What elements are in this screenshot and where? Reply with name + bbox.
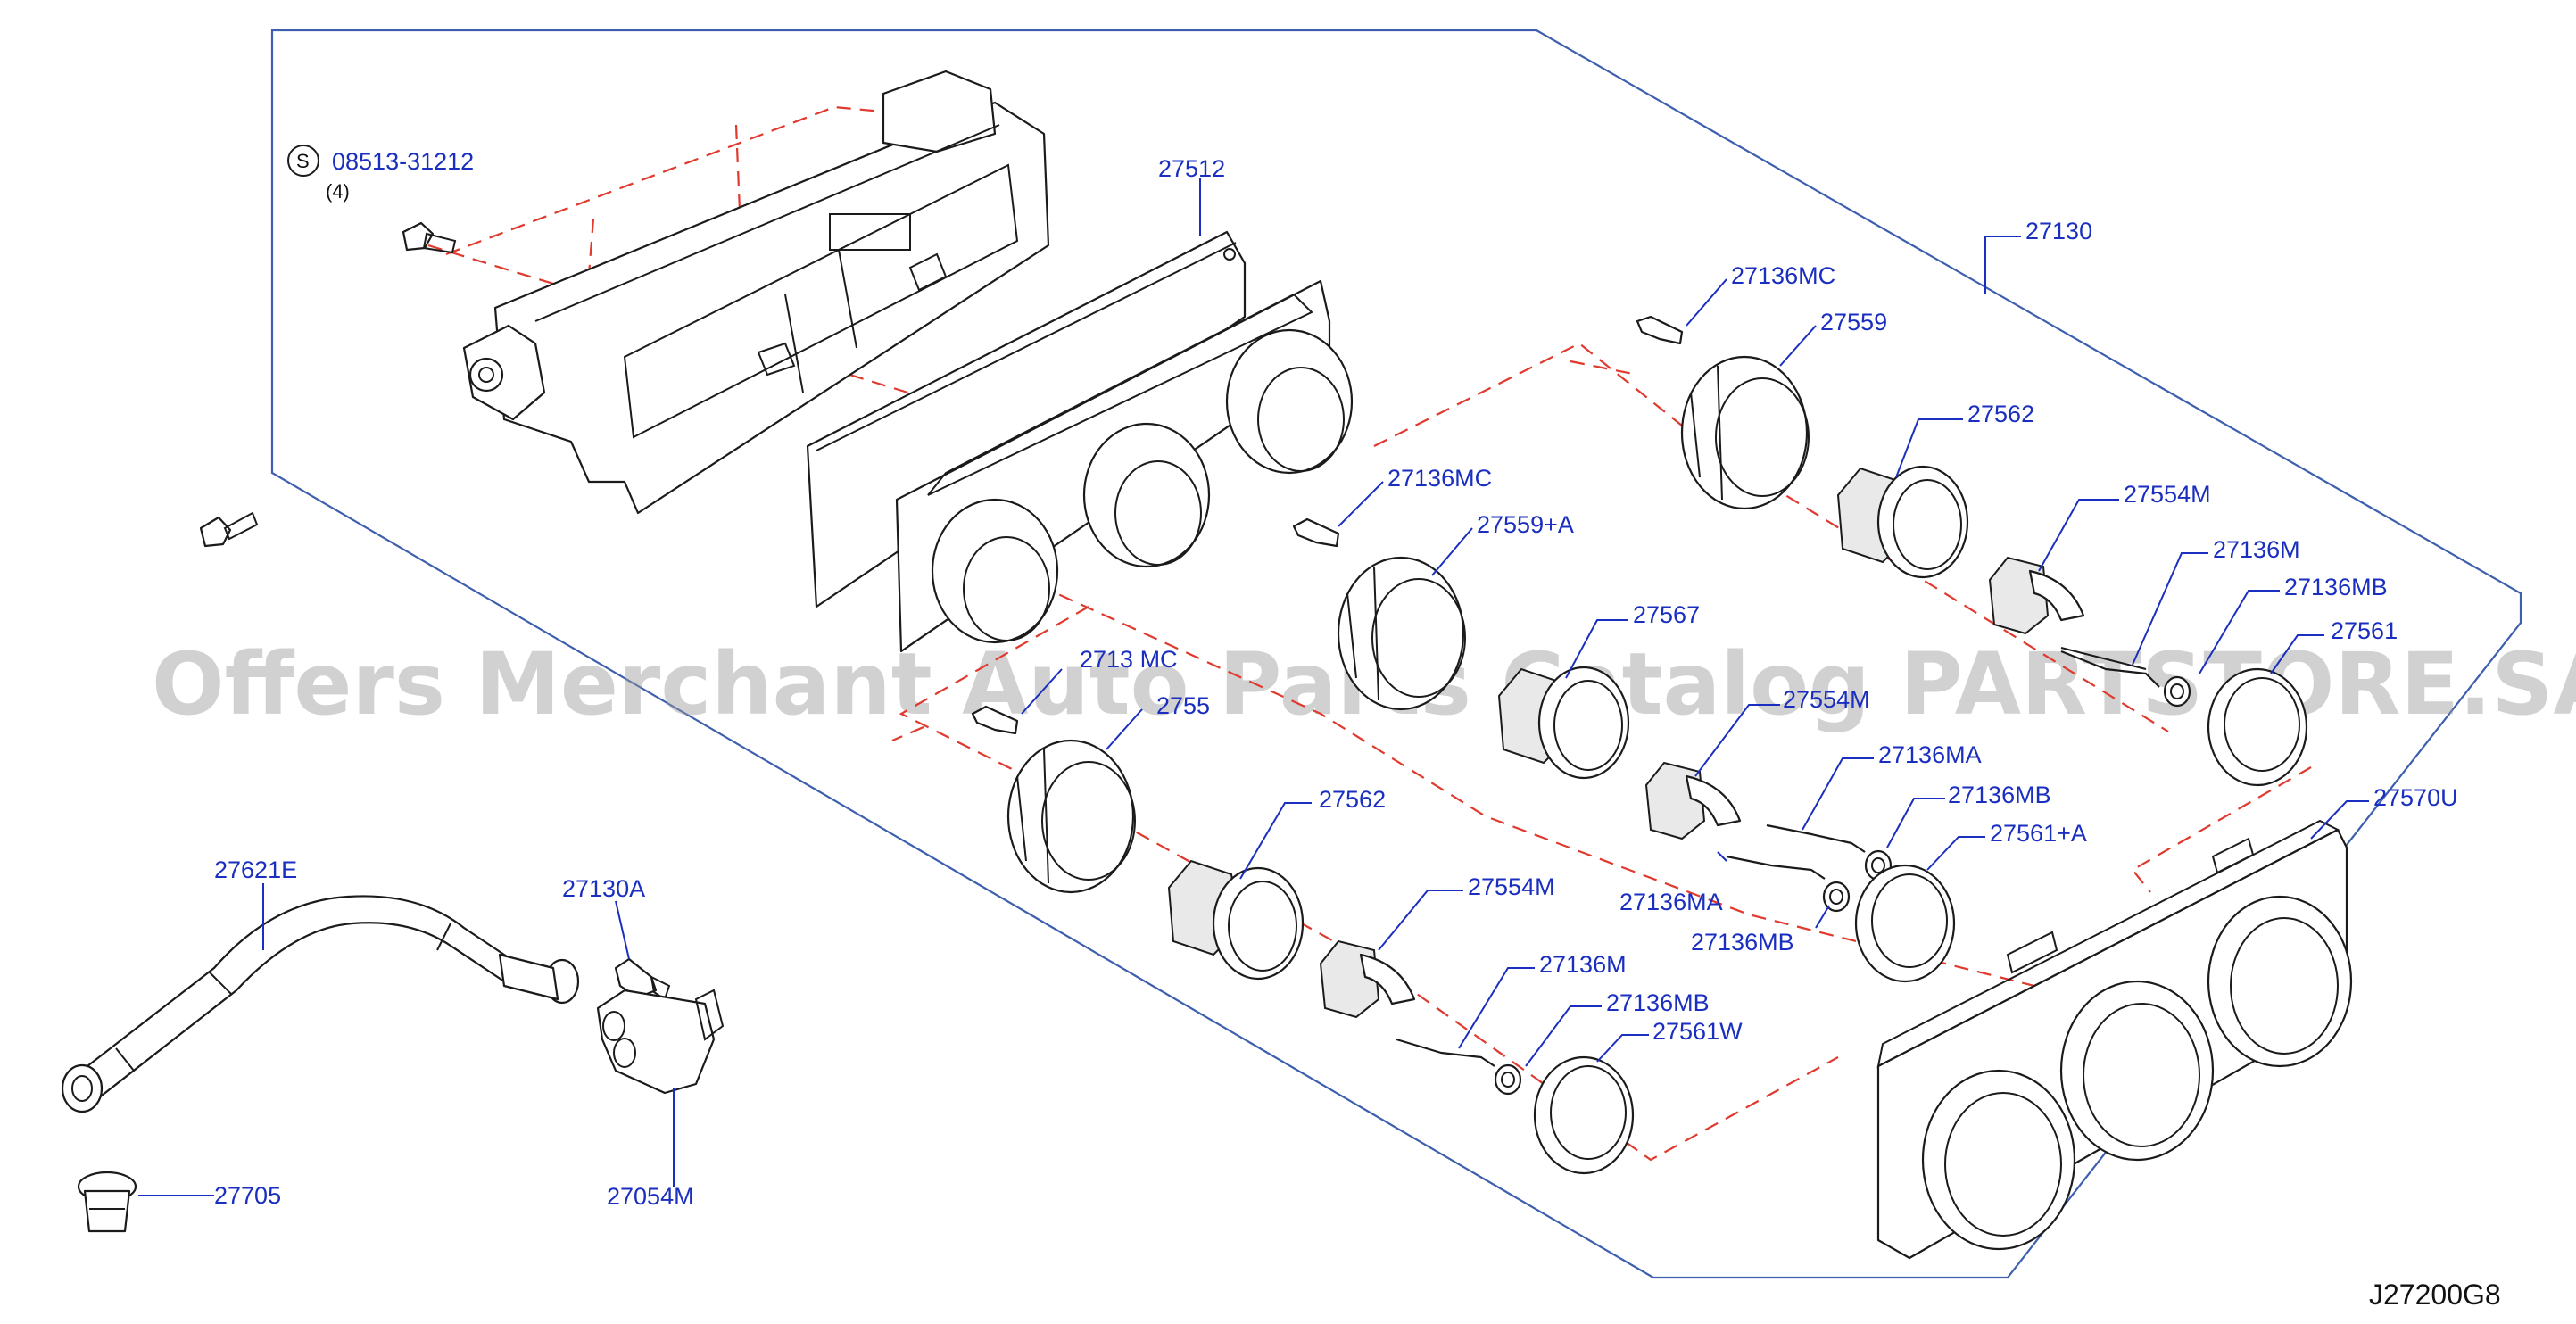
leader-rod-top [2132, 552, 2208, 666]
rod-mid-b-label: 27136MA [1619, 889, 1723, 915]
bushing-mid-b [1822, 881, 1851, 913]
cam-low [1319, 939, 1416, 1019]
dial-top [2207, 667, 2308, 787]
rod-mid-a-label: 27136MA [1878, 741, 1982, 768]
leader-connector [615, 900, 630, 960]
sensor-part [596, 989, 725, 1095]
cam-top [1988, 556, 2085, 635]
dial-low [1533, 1055, 1635, 1175]
leader-ring-top [1779, 325, 1817, 367]
leader-cam-low [1378, 890, 1463, 951]
clip-top [1636, 315, 1684, 345]
cam-mid-label: 27554M [1783, 686, 1870, 713]
cam-top-label: 27554M [2124, 481, 2211, 508]
clip-low-label: 2713 MC [1080, 646, 1178, 673]
leader-rod-mid-a [1802, 757, 1874, 831]
control-assy-label: 27130 [2025, 218, 2092, 244]
knob-mid [1497, 666, 1630, 780]
clip-loose-label: 27705 [214, 1182, 281, 1209]
ring-mid-label: 27559+A [1477, 511, 1574, 538]
ring-low-label: 2755 [1156, 692, 1210, 719]
front-bezel [1876, 819, 2353, 1260]
knob-low-label: 27562 [1319, 786, 1386, 813]
hose-label: 27621E [214, 856, 297, 883]
sensor-label: 27054M [607, 1183, 694, 1210]
leader-dial-top [2270, 634, 2324, 674]
clip-loose-part [77, 1171, 137, 1233]
bushing-low-label: 27136MB [1606, 989, 1710, 1016]
rod-top [2060, 647, 2160, 688]
dial-top-label: 27561 [2331, 617, 2398, 644]
bezel-label: 27570U [2373, 784, 2458, 811]
leader-dial-mid [1926, 836, 1985, 871]
leader-knob-low [1239, 802, 1312, 880]
bushing-low [1494, 1063, 1522, 1096]
screw-fastener-top [402, 221, 457, 254]
leader-clip-top [1686, 278, 1727, 327]
leader-bushing-mid-b [1815, 905, 1830, 929]
rod-top-label: 27136M [2213, 536, 2300, 563]
ring-top [1680, 355, 1810, 510]
screw-symbol-circle [287, 145, 319, 177]
knob-top-label: 27562 [1967, 401, 2034, 427]
knob-mid-label: 27567 [1633, 601, 1700, 628]
leader-cam-mid [1694, 704, 1780, 777]
bushing-top-label: 27136MB [2284, 574, 2388, 600]
leader-bezel [2310, 800, 2369, 840]
rear-housing [462, 70, 1050, 515]
clip-mid [1292, 517, 1340, 548]
bushing-mid-b-label: 27136MB [1691, 929, 1794, 956]
diagram-code: J27200G8 [2369, 1278, 2501, 1311]
rod-mid-b [1726, 855, 1826, 880]
dial-low-label: 27561W [1652, 1018, 1743, 1045]
leader-rod-mid-b [1717, 851, 1727, 862]
leader-control-assy [1984, 236, 2021, 294]
connector-label: 27130A [562, 875, 645, 902]
ring-top-label: 27559 [1820, 309, 1887, 335]
leader-cam-top [2038, 499, 2119, 572]
leader-rod-low [1458, 967, 1535, 1049]
screw-symbol-letter: S [296, 150, 310, 172]
leader-bushing-top [2199, 590, 2280, 674]
control-panel-front [895, 279, 1354, 653]
ring-mid [1337, 556, 1466, 711]
screw-label: 08513-31212 [332, 148, 474, 175]
dial-mid [1854, 864, 1956, 983]
leader-knob-top [1895, 418, 1963, 478]
knob-top [1836, 465, 1969, 579]
leader-bushing-low [1525, 1005, 1602, 1067]
screw-fastener-loose [199, 511, 259, 548]
rod-low-label: 27136M [1539, 951, 1627, 978]
leader-dial-low [1596, 1034, 1649, 1063]
clip-low [971, 705, 1019, 735]
bushing-mid-label: 27136MB [1948, 782, 2051, 808]
housing-panel-label: 27512 [1158, 155, 1225, 182]
leader-ring-low [1106, 708, 1143, 750]
leader-clip-low [1021, 668, 1063, 715]
clip-mid-label: 27136MC [1387, 465, 1492, 492]
rod-mid-a [1766, 823, 1866, 853]
leader-ring-mid [1431, 527, 1473, 576]
leader-clip-mid [1338, 481, 1384, 527]
cam-low-label: 27554M [1468, 873, 1555, 900]
screw-quantity: (4) [326, 180, 350, 203]
dial-mid-label: 27561+A [1990, 820, 2087, 847]
clip-top-label: 27136MC [1731, 262, 1835, 289]
rod-low [1396, 1038, 1495, 1067]
bushing-top [2163, 675, 2191, 708]
ring-low [1006, 739, 1136, 894]
leader-knob-mid [1565, 619, 1628, 679]
aspirator-hose [61, 895, 580, 1113]
knob-low [1167, 859, 1305, 981]
leader-bushing-mid [1886, 798, 1945, 848]
cam-mid [1644, 761, 1742, 840]
